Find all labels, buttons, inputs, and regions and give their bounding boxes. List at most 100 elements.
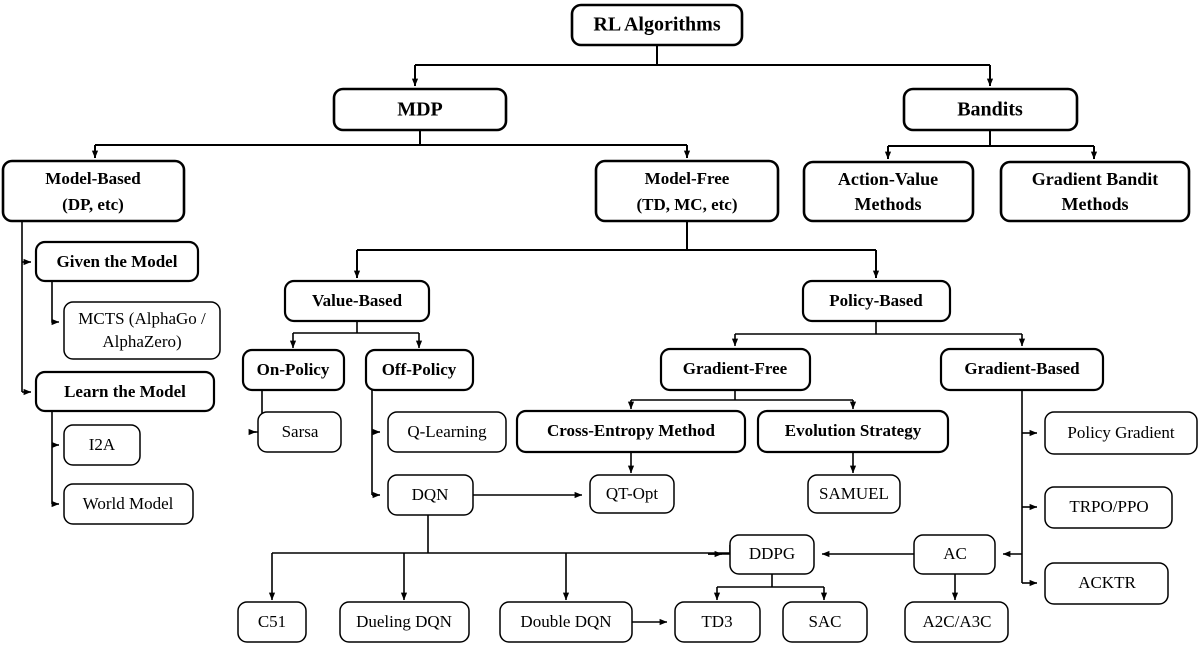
node-sarsa[interactable]: Sarsa	[257, 411, 342, 453]
node-mdp[interactable]: MDP	[332, 87, 508, 132]
node-model-based-label-line2: (DP, etc)	[62, 195, 124, 214]
node-dueling-dqn[interactable]: Dueling DQN	[339, 601, 470, 643]
node-given-the-model-label: Given the Model	[57, 252, 178, 271]
node-evolution-strategy[interactable]: Evolution Strategy	[756, 409, 950, 454]
node-gradient-based-box	[939, 347, 1105, 392]
node-trpo-ppo-label: TRPO/PPO	[1069, 497, 1148, 516]
node-gradient-bandit-methods-label-line2: Methods	[1062, 194, 1129, 214]
node-gradient-based[interactable]: Gradient-Based	[939, 347, 1105, 392]
node-policy-based-label: Policy-Based	[829, 291, 923, 310]
node-model-free-label-line2: (TD, MC, etc)	[636, 195, 737, 214]
node-gradient-free-label: Gradient-Free	[683, 359, 788, 378]
node-mcts-box	[63, 301, 221, 360]
node-value-based-label: Value-Based	[312, 291, 403, 310]
node-c51-box	[237, 601, 307, 643]
node-c51[interactable]: C51	[237, 601, 307, 643]
node-on-policy[interactable]: On-Policy	[241, 348, 346, 392]
node-td3-box	[674, 601, 761, 643]
node-mcts-label-line2: AlphaZero)	[102, 332, 181, 351]
node-rl-algorithms[interactable]: RL Algorithms	[570, 3, 744, 47]
node-acktr-label: ACKTR	[1078, 573, 1136, 592]
node-value-based[interactable]: Value-Based	[283, 279, 431, 323]
node-on-policy-label: On-Policy	[257, 360, 330, 379]
node-off-policy-box	[364, 348, 475, 392]
node-double-dqn-label: Double DQN	[520, 612, 611, 631]
node-model-based-label-line1: Model-Based	[45, 169, 141, 188]
node-world-model-box	[63, 483, 194, 525]
node-off-policy[interactable]: Off-Policy	[364, 348, 475, 392]
node-dqn[interactable]: DQN	[387, 474, 474, 516]
edge-given-model-to-mcts	[51, 281, 60, 326]
node-bandits-label: Bandits	[957, 99, 1023, 121]
node-value-based-box	[283, 279, 431, 323]
node-dqn-label: DQN	[412, 485, 449, 504]
node-q-learning[interactable]: Q-Learning	[387, 411, 507, 453]
node-a2c-a3c-label: A2C/A3C	[923, 612, 992, 631]
node-ac[interactable]: AC	[913, 534, 996, 575]
node-policy-based-box	[801, 279, 952, 323]
node-model-free-label-line1: Model-Free	[645, 169, 730, 188]
node-sarsa-label: Sarsa	[282, 422, 319, 441]
node-evolution-strategy-box	[756, 409, 950, 454]
node-gradient-bandit-methods[interactable]: Gradient Bandit Methods	[999, 160, 1191, 223]
node-cross-entropy-method[interactable]: Cross-Entropy Method	[515, 409, 747, 454]
node-action-value-methods-box	[802, 160, 975, 223]
node-double-dqn-box	[499, 601, 633, 643]
node-q-learning-label: Q-Learning	[407, 422, 487, 441]
node-trpo-ppo[interactable]: TRPO/PPO	[1044, 486, 1173, 529]
node-given-the-model[interactable]: Given the Model	[34, 240, 200, 283]
node-trpo-ppo-box	[1044, 486, 1173, 529]
node-mdp-box	[332, 87, 508, 132]
edge-layer	[21, 45, 1098, 626]
node-i2a-label: I2A	[89, 435, 116, 454]
node-acktr-box	[1044, 562, 1169, 605]
node-samuel[interactable]: SAMUEL	[807, 474, 901, 514]
node-action-value-methods[interactable]: Action-Value Methods	[802, 160, 975, 223]
node-evolution-strategy-label: Evolution Strategy	[785, 421, 922, 440]
node-sac-label: SAC	[808, 612, 841, 631]
node-sac[interactable]: SAC	[782, 601, 868, 643]
node-ddpg[interactable]: DDPG	[729, 534, 815, 575]
node-gradient-free-box	[659, 347, 812, 392]
node-dueling-dqn-label: Dueling DQN	[356, 612, 452, 631]
node-gradient-bandit-methods-label-line1: Gradient Bandit	[1032, 169, 1159, 189]
node-learn-the-model-box	[34, 370, 216, 413]
node-acktr[interactable]: ACKTR	[1044, 562, 1169, 605]
node-double-dqn[interactable]: Double DQN	[499, 601, 633, 643]
node-bandits[interactable]: Bandits	[902, 87, 1079, 132]
node-rl-algorithms-label: RL Algorithms	[593, 14, 720, 36]
node-model-based[interactable]: Model-Based (DP, etc)	[1, 159, 186, 223]
node-world-model-label: World Model	[83, 494, 174, 513]
node-dueling-dqn-box	[339, 601, 470, 643]
node-gradient-free[interactable]: Gradient-Free	[659, 347, 812, 392]
node-world-model[interactable]: World Model	[63, 483, 194, 525]
node-policy-gradient-box	[1044, 411, 1198, 455]
node-samuel-box	[807, 474, 901, 514]
node-model-free[interactable]: Model-Free (TD, MC, etc)	[594, 159, 780, 223]
node-learn-the-model[interactable]: Learn the Model	[34, 370, 216, 413]
node-policy-gradient-label: Policy Gradient	[1067, 423, 1174, 442]
node-mdp-label: MDP	[397, 99, 443, 121]
node-given-the-model-box	[34, 240, 200, 283]
node-a2c-a3c-box	[904, 601, 1009, 643]
node-td3[interactable]: TD3	[674, 601, 761, 643]
node-cross-entropy-method-box	[515, 409, 747, 454]
node-ddpg-label: DDPG	[749, 544, 795, 563]
node-policy-based[interactable]: Policy-Based	[801, 279, 952, 323]
node-a2c-a3c[interactable]: A2C/A3C	[904, 601, 1009, 643]
node-i2a[interactable]: I2A	[63, 424, 141, 466]
node-ddpg-box	[729, 534, 815, 575]
node-dqn-box	[387, 474, 474, 516]
node-qt-opt[interactable]: QT-Opt	[589, 474, 675, 514]
node-policy-gradient[interactable]: Policy Gradient	[1044, 411, 1198, 455]
node-rl-algorithms-box	[570, 3, 744, 47]
node-bandits-box	[902, 87, 1079, 132]
node-ac-box	[913, 534, 996, 575]
node-i2a-box	[63, 424, 141, 466]
node-samuel-label: SAMUEL	[819, 484, 889, 503]
node-learn-the-model-label: Learn the Model	[64, 382, 186, 401]
node-q-learning-box	[387, 411, 507, 453]
node-mcts[interactable]: MCTS (AlphaGo / AlphaZero)	[63, 301, 221, 360]
node-qt-opt-label: QT-Opt	[606, 484, 659, 503]
